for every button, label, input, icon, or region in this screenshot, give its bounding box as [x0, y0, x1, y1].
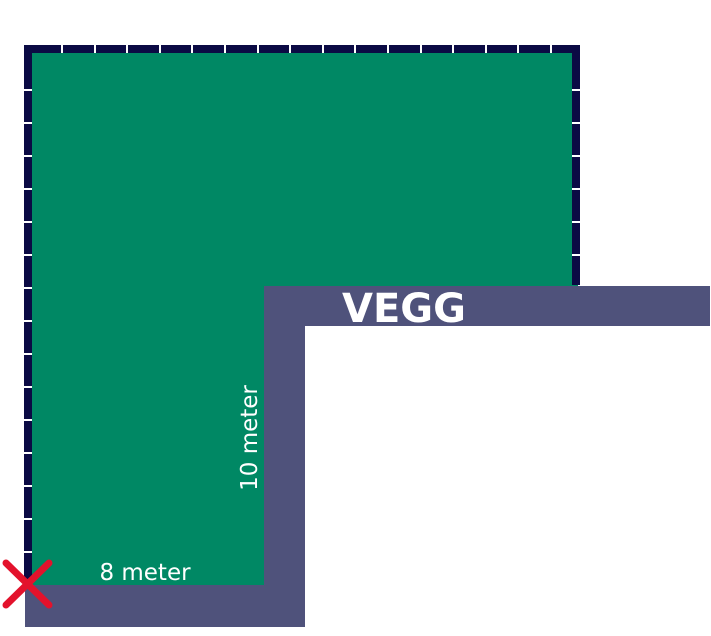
fence-tick	[24, 89, 32, 91]
fence-right-line	[572, 45, 580, 285]
fence-tick	[387, 45, 389, 53]
fence-tick	[191, 45, 193, 53]
fence-tick	[61, 45, 63, 53]
fence-tick	[24, 353, 32, 355]
wall-bottom-segment	[25, 585, 305, 627]
fence-tick	[24, 254, 32, 256]
fence-tick	[24, 122, 32, 124]
fence-tick	[24, 485, 32, 487]
fence-tick	[24, 221, 32, 223]
fence-tick	[24, 320, 32, 322]
fence-tick	[572, 221, 580, 223]
fence-left-line	[24, 45, 32, 586]
fence-tick	[322, 45, 324, 53]
fence-tick	[24, 419, 32, 421]
fence-tick	[517, 45, 519, 53]
fence-tick	[24, 452, 32, 454]
fence-tick	[24, 518, 32, 520]
fence-tick	[572, 122, 580, 124]
fence-tick	[224, 45, 226, 53]
fence-top-line	[28, 45, 579, 53]
fence-tick	[572, 188, 580, 190]
fence-tick	[550, 45, 552, 53]
fence-tick	[452, 45, 454, 53]
fence-tick	[289, 45, 291, 53]
fence-tick	[159, 45, 161, 53]
fence-tick	[572, 89, 580, 91]
height-dimension-label: 10 meter	[237, 385, 263, 491]
fence-tick	[420, 45, 422, 53]
fence-tick	[24, 386, 32, 388]
fence-tick	[94, 45, 96, 53]
fence-tick	[572, 155, 580, 157]
fence-tick	[257, 45, 259, 53]
wall-vertical-segment	[264, 286, 305, 627]
fence-tick	[24, 155, 32, 157]
fence-tick	[24, 287, 32, 289]
wall-horizontal-segment	[264, 286, 710, 326]
fence-tick	[24, 188, 32, 190]
fence-tick	[485, 45, 487, 53]
fence-tick	[24, 551, 32, 553]
fence-tick	[354, 45, 356, 53]
wall-label: VEGG	[342, 286, 466, 332]
x-mark-icon	[2, 559, 53, 609]
fence	[24, 45, 580, 586]
fence-tick	[126, 45, 128, 53]
fence-tick	[572, 254, 580, 256]
width-dimension-label: 8 meter	[99, 560, 191, 586]
